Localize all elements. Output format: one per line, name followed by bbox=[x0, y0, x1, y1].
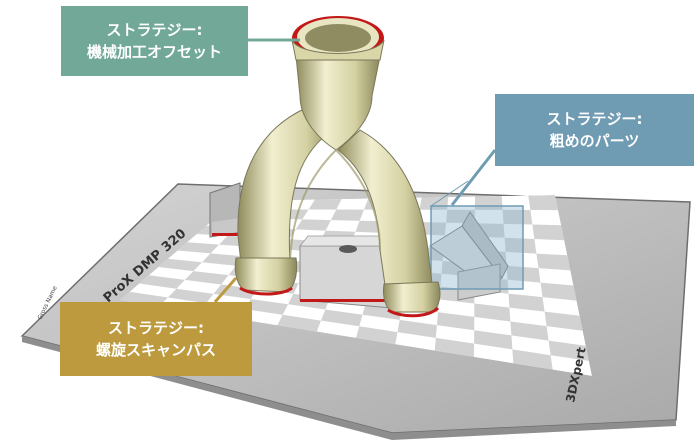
checker-square bbox=[504, 237, 537, 254]
checker-square bbox=[356, 326, 398, 345]
checker-square bbox=[177, 242, 219, 254]
checker-square bbox=[536, 253, 571, 271]
checker-square bbox=[330, 209, 364, 221]
y-shaped-part bbox=[234, 16, 441, 318]
checker-square bbox=[532, 224, 565, 241]
checker-square bbox=[167, 288, 214, 304]
checker-square bbox=[528, 195, 559, 211]
checker-square bbox=[139, 275, 185, 289]
callout-coarse-part: ストラテジー: 粗めのパーツ bbox=[495, 94, 694, 166]
connector-spiral bbox=[213, 277, 238, 303]
right-foot-rim bbox=[387, 306, 440, 318]
checker-square bbox=[544, 311, 583, 331]
callout-machining-offset: ストラテジー: 機械加工オフセット bbox=[61, 6, 248, 76]
checker-square bbox=[540, 282, 577, 301]
checker-square bbox=[244, 299, 289, 315]
checker-square bbox=[434, 337, 475, 357]
checker-square bbox=[502, 209, 533, 225]
coarse-region-highlight bbox=[430, 205, 524, 290]
callout-machining-line2: 機械加工オフセット bbox=[86, 43, 222, 61]
checker-square bbox=[474, 303, 511, 322]
callout-spiral-scan: ストラテジー: 螺旋スキャンパス bbox=[60, 302, 252, 376]
checker-square bbox=[512, 349, 553, 370]
checker-square bbox=[508, 293, 545, 312]
checker-square bbox=[321, 309, 363, 327]
checker-square bbox=[510, 321, 549, 341]
checker-square bbox=[548, 340, 589, 361]
callout-coarse-line1: ストラテジー: bbox=[546, 110, 643, 128]
checker-square bbox=[436, 312, 475, 331]
connector-coarse bbox=[450, 149, 497, 206]
callout-machining-line1: ストラテジー: bbox=[106, 21, 203, 39]
checker-square bbox=[397, 319, 437, 338]
checker-square bbox=[202, 253, 244, 266]
callout-coarse-line2: 粗めのパーツ bbox=[549, 132, 640, 150]
coarse-part bbox=[429, 180, 524, 301]
checker-square bbox=[295, 219, 331, 231]
checker-square bbox=[308, 199, 342, 210]
checker-square bbox=[474, 330, 513, 350]
callout-spiral-line1: ストラテジー: bbox=[108, 319, 204, 337]
left-foot-rim bbox=[239, 286, 293, 296]
checker-square bbox=[184, 271, 229, 285]
callout-spiral-line2: 螺旋スキャンパス bbox=[95, 341, 216, 359]
checker-square bbox=[158, 258, 202, 272]
checker-square bbox=[277, 314, 321, 332]
